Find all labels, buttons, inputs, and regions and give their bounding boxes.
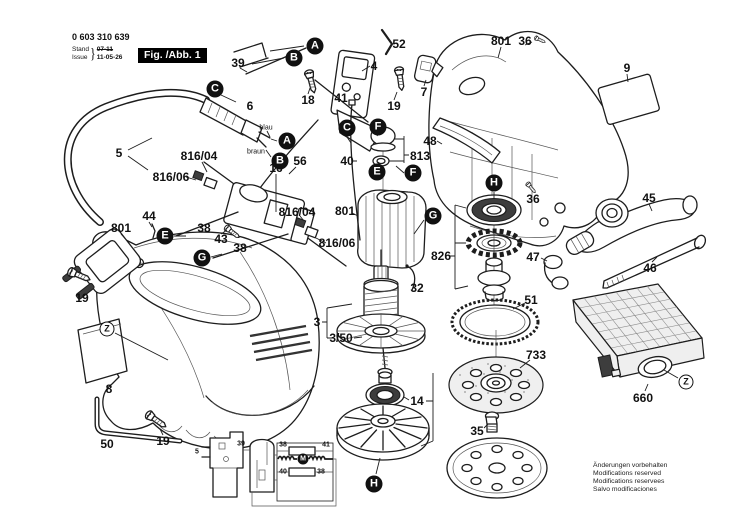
footer-note: Änderungen vorbehalten Modifications res… [593,462,667,494]
issue-label: Issue [72,53,88,61]
stand-issue-block: Stand Issue } 07-11 11-05-26 [72,44,123,62]
backing-pad-733 [448,356,544,414]
screw-46 [602,234,707,289]
allen-key-50 [94,396,183,444]
document-part-number: 0 603 310 639 [72,32,130,42]
footer-line-fr: Modifications reservees [593,477,665,485]
stand-label: Stand [72,46,89,53]
armature-3 [336,249,426,384]
sanding-plate-bottom [446,437,548,499]
figure-label: Fig. /Abb. 1 [138,48,207,63]
footer-line-es: Salvo modificaciones [593,485,657,493]
bearing-stack-826 [465,194,523,305]
cord-guard-6 [199,97,271,148]
issue-date: 11-05-26 [96,53,123,61]
footer-line-de: Änderungen vorbehalten [593,462,668,469]
footer-line-en: Modifications reserved [593,469,661,477]
handle-45 [565,195,698,256]
leader-lines [114,41,679,475]
ring-gear-51 [450,298,540,366]
clamp-7 [413,54,444,84]
housing-left [92,231,320,450]
brace-glyph: } [90,44,96,62]
superseded-date: 07-11 [96,46,114,53]
allen-key-52 [380,28,394,56]
screw-19-top [393,65,407,92]
wiring-inset [201,431,337,507]
label-plate-9 [597,73,660,125]
stator-801 [357,189,427,269]
bearing-14 [365,383,405,407]
cover-plate-8 [77,318,128,384]
electronics-cluster [151,79,369,267]
screw-35 [484,411,500,433]
strip-48 [432,117,501,164]
dust-box-660 [572,283,705,379]
bushing-47 [543,254,569,290]
fan-wheel [336,403,430,461]
power-cord-5 [62,88,210,300]
